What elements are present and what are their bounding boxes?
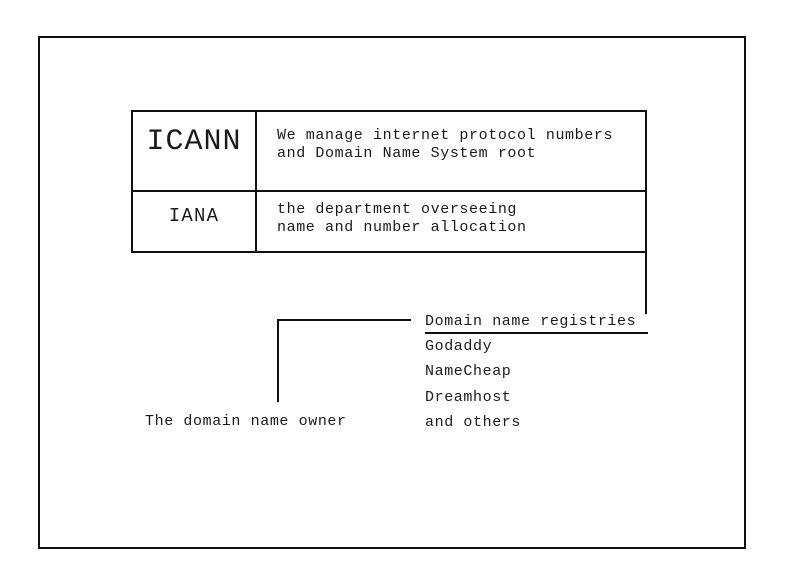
icann-iana-table: ICANN We manage internet protocol number… (131, 110, 647, 253)
list-item: Dreamhost (425, 388, 512, 406)
list-item: Godaddy (425, 338, 493, 355)
owner-to-registries-connector-line (277, 319, 411, 321)
registries-heading-text: Domain name registries (425, 313, 649, 334)
iana-description-line2: name and number allocation (277, 219, 527, 236)
iana-description-cell: the department overseeing name and numbe… (257, 192, 645, 251)
list-item: and others (425, 414, 522, 432)
icann-term-cell: ICANN (133, 112, 257, 192)
iana-term-cell: IANA (133, 192, 257, 251)
owner-label: The domain name owner (145, 413, 347, 430)
list-item: NameCheap (425, 363, 512, 381)
table-to-registries-connector-line (645, 252, 647, 314)
registries-heading: Domain name registries (425, 313, 649, 334)
owner-connector-line (277, 319, 279, 402)
icann-description-line1: We manage internet protocol numbers (277, 127, 614, 144)
iana-description-line1: the department overseeing (277, 201, 518, 218)
registry-list: Godaddy NameCheap Dreamhost and others (425, 334, 521, 436)
icann-description-line2: and Domain Name System root (277, 145, 537, 162)
icann-label: ICANN (146, 125, 242, 159)
iana-label: IANA (168, 205, 220, 227)
icann-description-cell: We manage internet protocol numbers and … (257, 112, 645, 192)
